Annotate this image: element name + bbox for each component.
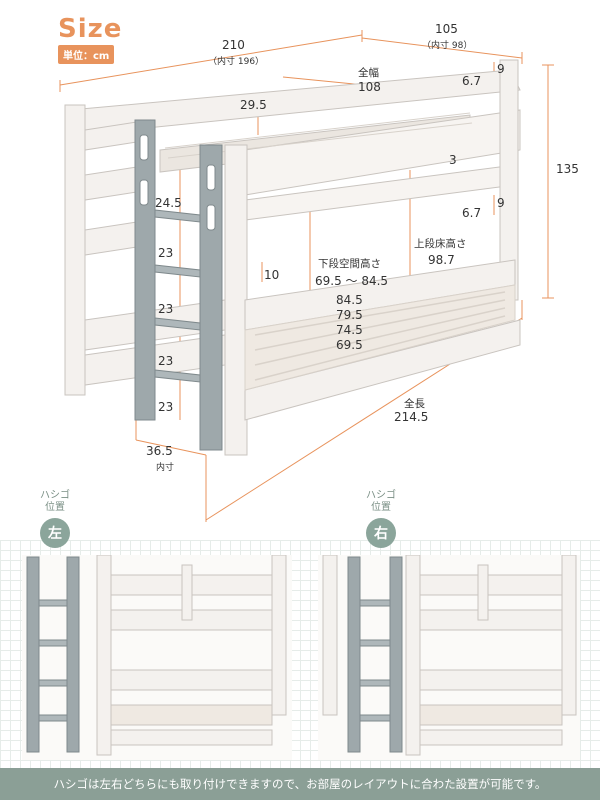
dim-lower-space-value-3: 74.5 — [336, 323, 363, 337]
dim-width-inner: （内寸 196） — [208, 57, 265, 67]
left-position-badge: 左 — [40, 518, 70, 548]
bed-photo-ladder-right — [318, 555, 580, 760]
dim-full-width-value: 108 — [358, 80, 381, 94]
footer-note: ハシゴは左右どちらにも取り付けできますので、お部屋のレイアウトに合わた設置が可能… — [0, 768, 600, 800]
dim-full-width-label: 全幅 — [358, 67, 379, 79]
dim-post-mid-offset: 6.7 — [462, 206, 482, 220]
dim-post-top: 9 — [497, 62, 505, 76]
dim-depth-inner: （内寸 98） — [422, 41, 473, 51]
right-position-badge: 右 — [366, 518, 396, 548]
dim-height-total: 135 — [556, 162, 579, 176]
dim-lower-space-value-1: 84.5 — [336, 293, 363, 307]
dim-length-label: 全長 — [404, 398, 425, 410]
ladder-position-heading-left: ハシゴ 位置 — [40, 490, 70, 513]
dim-lower-space-label: 下段空間高さ — [318, 258, 381, 270]
ladder — [134, 119, 223, 451]
dim-lower-space-value-2: 79.5 — [336, 308, 363, 322]
dim-lower-space-range: 69.5 ～ 84.5 — [315, 274, 389, 288]
dim-length-value: 214.5 — [394, 410, 429, 424]
unit-badge: 単位：cm — [58, 45, 115, 64]
dim-ladder-step-4: 23 — [158, 400, 174, 414]
size-title-block: Size — [58, 14, 122, 44]
dim-post-top-offset: 6.7 — [462, 74, 482, 88]
dim-lower-side: 10 — [264, 268, 280, 282]
dim-ladder-top: 24.5 — [155, 196, 182, 210]
dim-post-mid: 9 — [497, 196, 505, 210]
dim-ladder-step-1: 23 — [158, 246, 174, 260]
ladder-position-heading-right: ハシゴ 位置 — [366, 490, 396, 513]
dim-lower-space-value-4: 69.5 — [336, 338, 363, 352]
dim-depth-total: 105 — [435, 22, 458, 36]
dim-width-total: 210 — [222, 38, 245, 52]
size-title: Size — [58, 14, 123, 44]
dim-gap: 3 — [449, 153, 457, 167]
bunk-bed-dimension-diagram — [59, 30, 554, 522]
dim-ladder-step-2: 23 — [158, 302, 174, 316]
dim-ladder-width: 36.5 — [146, 444, 173, 458]
dim-ladder-step-3: 23 — [158, 354, 174, 368]
dim-upper-floor-value: 98.7 — [428, 253, 455, 267]
bed-posts — [64, 59, 519, 456]
bed-photo-ladder-left — [22, 555, 292, 760]
lower-bunk — [244, 259, 521, 421]
dim-upper-floor-label: 上段床高さ — [414, 238, 467, 250]
dim-top-rail: 29.5 — [240, 98, 267, 112]
dim-ladder-width-inner: 内寸 — [156, 463, 175, 473]
